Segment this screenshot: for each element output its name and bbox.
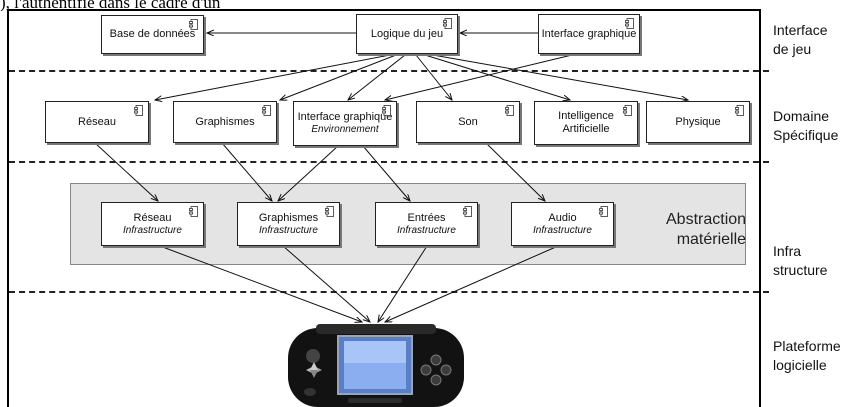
layer-label-infrastructure: Infra structure xyxy=(773,242,827,280)
arrow-network-infra-to-platform xyxy=(159,245,362,322)
box-title: Interface graphique xyxy=(297,111,393,123)
box-subtitle: Infrastructure xyxy=(123,224,182,236)
box-graphics-infra: Graphismes Infrastructure xyxy=(237,202,340,246)
uml-component-icon xyxy=(382,105,391,116)
arrow-graphics-infra-to-platform xyxy=(282,245,370,322)
uml-component-icon xyxy=(189,19,198,30)
arrow-gui-env-to-input-infra xyxy=(362,145,410,201)
layer-label-line: Interface xyxy=(773,22,828,38)
box-gui-environment: Interface graphique Environnement xyxy=(293,101,397,146)
layer-label-game-interface: Interface de jeu xyxy=(773,21,827,59)
uml-component-icon xyxy=(443,18,452,29)
box-game-logic: Logique du jeu xyxy=(356,14,458,54)
uml-component-icon xyxy=(599,206,608,217)
arrow-guitop-to-gui-env xyxy=(385,54,573,100)
clipped-caption-text: ), l'authentifie dans le cadre d'un xyxy=(0,0,221,11)
uml-component-icon xyxy=(463,206,472,217)
arrow-graphics-to-infra xyxy=(221,142,272,201)
abstraction-label-line: matérielle xyxy=(676,231,747,248)
box-title: Réseau xyxy=(78,115,116,128)
box-network-infra: Réseau Infrastructure xyxy=(101,202,204,246)
box-title: Graphismes xyxy=(258,211,319,224)
uml-component-icon xyxy=(505,105,514,116)
box-physics: Physique xyxy=(646,101,750,143)
box-title: Physique xyxy=(675,115,721,128)
arrow-logic-to-graphics xyxy=(280,54,397,100)
box-title: Son xyxy=(458,115,478,128)
layer-divider xyxy=(9,291,769,293)
box-title: Interface graphique xyxy=(541,27,637,40)
arrow-network-to-infra xyxy=(94,142,158,201)
abstraction-label-line: Abstraction xyxy=(666,211,747,228)
box-title: Logique du jeu xyxy=(370,27,444,40)
box-subtitle: Infrastructure xyxy=(259,224,318,236)
layer-label-line: Spécifique xyxy=(773,127,839,143)
box-database: Base de données xyxy=(101,15,204,54)
handheld-console-icon xyxy=(288,324,464,407)
layer-label-platform: Plateforme logicielle xyxy=(773,337,841,375)
diagram-frame xyxy=(7,9,761,407)
box-title: Base de données xyxy=(109,28,196,40)
layer-label-line: Plateforme xyxy=(773,338,841,354)
layer-divider xyxy=(9,161,769,163)
layer-label-line: Infra xyxy=(773,243,802,259)
layer-label-line: logicielle xyxy=(773,357,827,373)
box-title: Audio xyxy=(548,211,577,224)
arrow-gui-env-to-graphics-infra xyxy=(278,145,339,201)
arrow-logic-to-sound xyxy=(415,54,452,100)
box-ai: Intelligence Artificielle xyxy=(534,101,638,145)
arrow-sound-to-audio-infra xyxy=(485,142,545,201)
box-subtitle: Infrastructure xyxy=(533,224,592,236)
abstraction-label: Abstraction matérielle xyxy=(666,210,746,250)
uml-component-icon xyxy=(623,105,632,116)
arrow-logic-to-network xyxy=(155,54,391,100)
uml-component-icon xyxy=(134,105,143,116)
box-title: Intelligence xyxy=(558,110,614,122)
uml-component-icon xyxy=(625,18,634,29)
box-graphics: Graphismes xyxy=(173,101,277,143)
arrow-logic-to-gui-env xyxy=(348,54,406,100)
box-title: Réseau xyxy=(133,211,172,224)
box-subtitle: Environnement xyxy=(311,124,379,135)
box-gui-top: Interface graphique xyxy=(538,14,640,54)
uml-component-icon xyxy=(262,105,271,116)
arrow-audio-infra-to-platform xyxy=(385,245,559,322)
box-title: Graphismes xyxy=(195,115,255,128)
layer-label-line: de jeu xyxy=(773,41,812,57)
uml-component-icon xyxy=(735,105,744,116)
layer-label-domain-specific: Domaine Spécifique xyxy=(773,107,838,145)
layer-divider xyxy=(9,70,769,72)
arrow-input-infra-to-platform xyxy=(378,245,428,322)
layer-label-line: Domaine xyxy=(773,108,830,124)
box-audio-infra: Audio Infrastructure xyxy=(511,202,614,246)
box-subtitle: Artificielle xyxy=(562,123,610,135)
arrow-logic-to-ai xyxy=(424,54,570,100)
arrow-logic-to-physics xyxy=(432,54,688,100)
uml-component-icon xyxy=(325,206,334,217)
layer-label-line: structure xyxy=(773,262,828,278)
box-network: Réseau xyxy=(45,101,149,143)
box-title: Entrées xyxy=(407,211,446,224)
uml-component-icon xyxy=(189,206,198,217)
box-subtitle: Infrastructure xyxy=(397,224,456,236)
box-input-infra: Entrées Infrastructure xyxy=(375,202,478,246)
box-sound: Son xyxy=(416,101,520,143)
